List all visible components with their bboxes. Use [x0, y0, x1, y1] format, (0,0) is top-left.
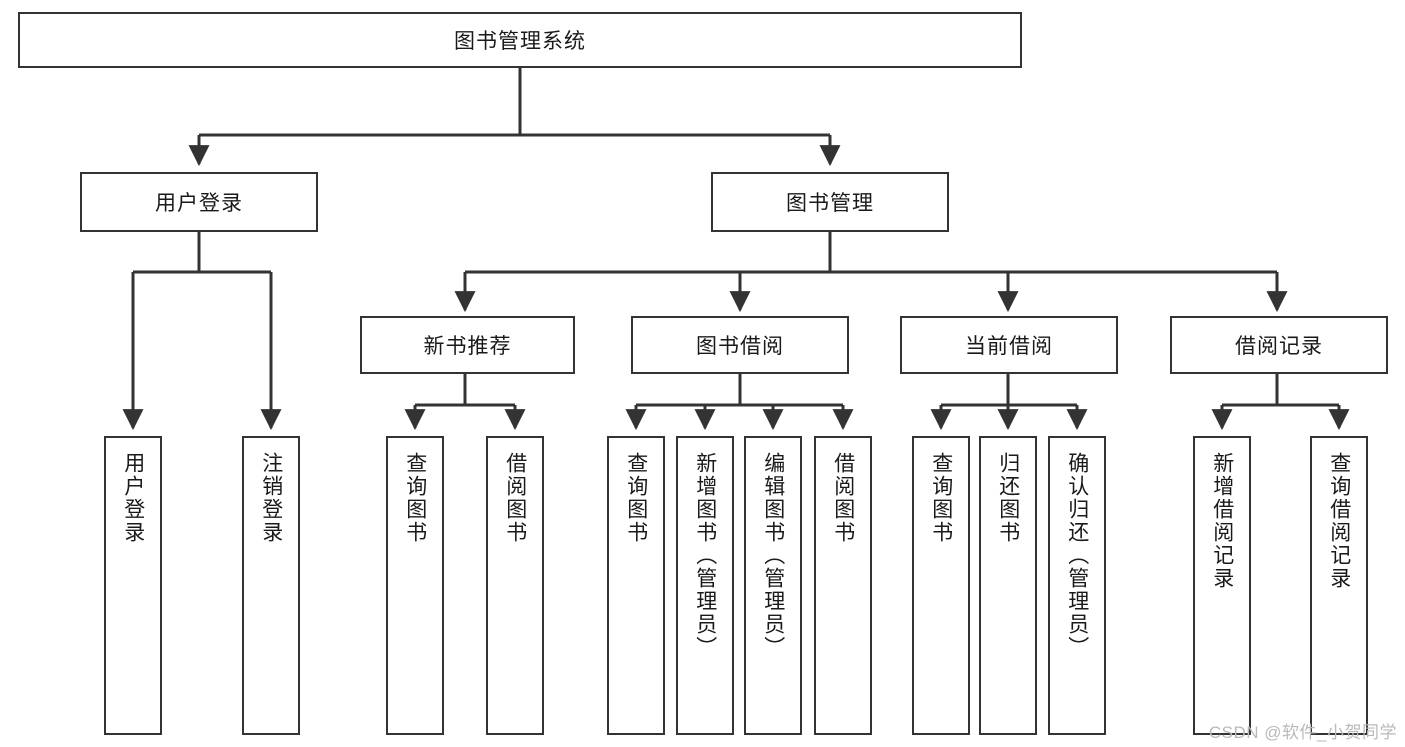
node-book-borrow[interactable]: 图书借阅 [631, 316, 849, 374]
node-book-management-label: 图书管理 [786, 192, 874, 215]
leaf-label: 借阅图书 [503, 452, 527, 544]
node-book-borrow-label: 图书借阅 [696, 335, 784, 358]
leaf-user-login-login[interactable]: 用户登录 [104, 436, 162, 735]
leaf-current-return-book[interactable]: 归还图书 [979, 436, 1037, 735]
node-book-management[interactable]: 图书管理 [711, 172, 949, 232]
leaf-new-book-borrow[interactable]: 借阅图书 [486, 436, 544, 735]
node-borrow-record-label: 借阅记录 [1235, 335, 1323, 358]
leaf-label: 查询图书 [929, 452, 953, 544]
node-new-book-recommend-label: 新书推荐 [423, 335, 512, 358]
leaf-user-login-logout[interactable]: 注销登录 [242, 436, 300, 735]
leaf-label: 注销登录 [259, 452, 283, 544]
node-current-borrow-label: 当前借阅 [965, 335, 1053, 358]
leaf-borrow-borrow-book[interactable]: 借阅图书 [814, 436, 872, 735]
node-root[interactable]: 图书管理系统 [18, 12, 1022, 68]
node-borrow-record[interactable]: 借阅记录 [1170, 316, 1388, 374]
leaf-label: 新增借阅记录 [1210, 452, 1234, 590]
leaf-label: 查询图书 [403, 452, 427, 544]
leaf-record-query[interactable]: 查询借阅记录 [1310, 436, 1368, 735]
leaf-borrow-edit-book[interactable]: 编辑图书（管理员） [744, 436, 802, 735]
node-current-borrow[interactable]: 当前借阅 [900, 316, 1118, 374]
node-user-login-label: 用户登录 [155, 192, 243, 215]
leaf-label: 归还图书 [996, 452, 1020, 544]
leaf-label: 编辑图书（管理员） [761, 452, 785, 659]
leaf-label: 新增图书（管理员） [693, 452, 717, 659]
watermark: CSDN @软件_小贺同学 [1208, 723, 1397, 742]
leaf-borrow-add-book[interactable]: 新增图书（管理员） [676, 436, 734, 735]
leaf-new-book-query[interactable]: 查询图书 [386, 436, 444, 735]
leaf-current-query-book[interactable]: 查询图书 [912, 436, 970, 735]
leaf-record-add[interactable]: 新增借阅记录 [1193, 436, 1251, 735]
leaf-label: 借阅图书 [831, 452, 855, 544]
leaf-label: 确认归还（管理员） [1065, 452, 1089, 659]
leaf-label: 查询图书 [624, 452, 648, 544]
node-root-label: 图书管理系统 [454, 30, 586, 53]
leaf-borrow-query-book[interactable]: 查询图书 [607, 436, 665, 735]
leaf-label: 用户登录 [121, 452, 145, 544]
leaf-label: 查询借阅记录 [1327, 452, 1351, 590]
leaf-current-confirm-return[interactable]: 确认归还（管理员） [1048, 436, 1106, 735]
node-new-book-recommend[interactable]: 新书推荐 [360, 316, 575, 374]
node-user-login[interactable]: 用户登录 [80, 172, 318, 232]
